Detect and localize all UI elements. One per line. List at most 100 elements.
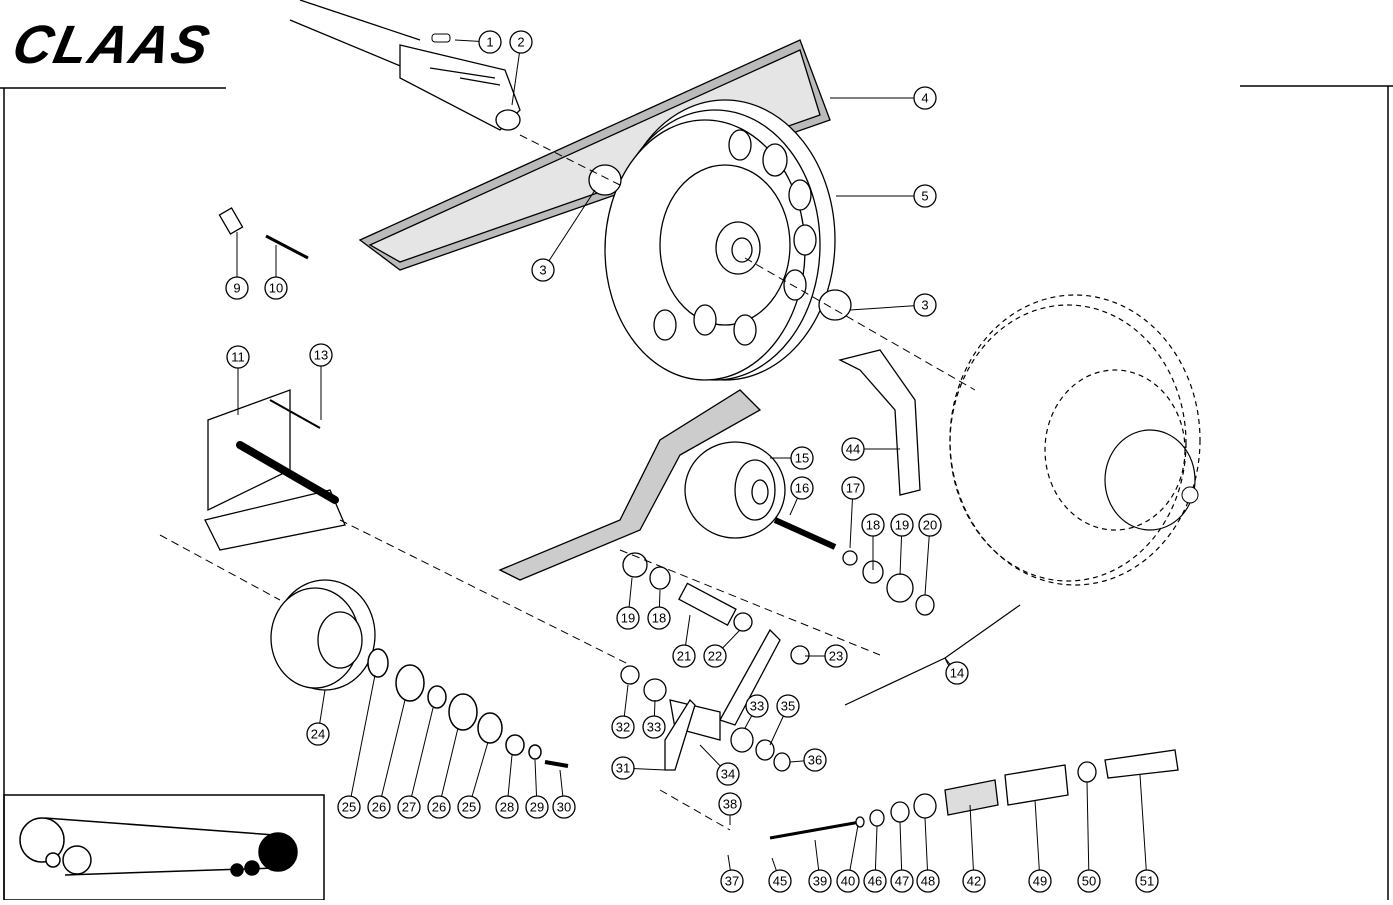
large-pulley xyxy=(604,99,836,381)
mounting-plate xyxy=(204,389,346,551)
callout-leader-line xyxy=(969,804,975,882)
callout-number: 4 xyxy=(921,91,928,106)
callout-number: 42 xyxy=(967,874,981,889)
callout-leader-line xyxy=(542,189,596,271)
bushings xyxy=(588,164,852,321)
callout-circle xyxy=(916,869,940,893)
hub-nut xyxy=(1181,486,1199,504)
callout-circle xyxy=(337,795,361,819)
bearing-rings xyxy=(367,648,569,768)
engine-flywheel xyxy=(949,294,1201,586)
callout-circle xyxy=(367,795,391,819)
callout-number: 51 xyxy=(1140,874,1154,889)
callout-number: 13 xyxy=(314,348,328,363)
callout-number: 21 xyxy=(677,649,691,664)
callout-circle xyxy=(720,869,744,893)
callout-number: 46 xyxy=(868,874,882,889)
callout-number: 20 xyxy=(923,518,937,533)
key-part xyxy=(431,33,451,43)
callout-circle xyxy=(863,869,887,893)
callout-circle xyxy=(768,869,792,893)
callout-number: 40 xyxy=(841,874,855,889)
callout-number: 47 xyxy=(895,874,909,889)
callout-circle xyxy=(890,513,914,537)
callout-number: 29 xyxy=(530,800,544,815)
callout-number: 37 xyxy=(725,874,739,889)
callout-number: 28 xyxy=(500,800,514,815)
callout-number: 25 xyxy=(342,800,356,815)
small-pulley xyxy=(270,579,376,691)
callout-circle xyxy=(808,869,832,893)
callout-number: 31 xyxy=(616,761,630,776)
callout-number: 3 xyxy=(921,298,928,313)
callout-circle xyxy=(427,795,451,819)
callout-number: 38 xyxy=(723,797,737,812)
callout-leader-line xyxy=(1034,799,1041,882)
callout-number: 48 xyxy=(921,874,935,889)
callout-circle xyxy=(890,869,914,893)
pin-and-bolt xyxy=(218,207,309,260)
callout-leader-line xyxy=(378,699,406,808)
callout-number: 5 xyxy=(921,189,928,204)
callout-circle xyxy=(509,30,533,54)
bracket-line-14 xyxy=(844,604,1021,706)
callout-circle xyxy=(745,694,769,718)
callout-number: 45 xyxy=(773,874,787,889)
belt-layout-thumbnail xyxy=(19,817,298,877)
callout-circle xyxy=(225,276,249,300)
callout-number: 32 xyxy=(616,720,630,735)
callout-circle xyxy=(611,756,635,780)
callout-number: 24 xyxy=(311,727,325,742)
callout-circle xyxy=(913,293,937,317)
callout-number: 26 xyxy=(372,800,386,815)
callout-circle xyxy=(776,694,800,718)
callout-number: 11 xyxy=(231,350,245,365)
callout-circle xyxy=(457,795,481,819)
callout-circle xyxy=(718,792,742,816)
callout-circle xyxy=(525,795,549,819)
callout-circle xyxy=(616,606,640,630)
callout-number: 19 xyxy=(621,611,635,626)
callout-circle xyxy=(962,869,986,893)
callout-number: 44 xyxy=(846,442,860,457)
callout-number: 18 xyxy=(866,518,880,533)
callout-circle xyxy=(478,30,502,54)
callout-number: 14 xyxy=(950,666,964,681)
callout-circle xyxy=(841,476,865,500)
callout-number: 39 xyxy=(813,874,827,889)
callout-number: 26 xyxy=(432,800,446,815)
callout-number: 3 xyxy=(539,263,546,278)
callout-circle xyxy=(913,86,937,110)
callout-leader-line xyxy=(849,304,926,311)
callout-circle xyxy=(1077,869,1101,893)
callout-number: 10 xyxy=(269,281,283,296)
callout-circle xyxy=(1028,869,1052,893)
assembly-lines xyxy=(159,134,976,831)
callout-number: 49 xyxy=(1033,874,1047,889)
callout-circle xyxy=(552,795,576,819)
callout-leader-line xyxy=(1139,774,1148,882)
callout-circle xyxy=(672,644,696,668)
callout-number: 33 xyxy=(647,720,661,735)
callout-circle xyxy=(703,644,727,668)
callout-circle xyxy=(306,722,330,746)
callout-number: 36 xyxy=(808,753,822,768)
callout-circle xyxy=(945,661,969,685)
callout-number: 23 xyxy=(829,649,843,664)
callout-number: 9 xyxy=(233,281,240,296)
axle-bolt xyxy=(773,517,837,550)
callout-number: 25 xyxy=(462,800,476,815)
callout-number: 50 xyxy=(1082,874,1096,889)
callout-circle xyxy=(861,513,885,537)
callout-circle xyxy=(647,606,671,630)
callout-leader-line xyxy=(438,727,459,808)
callout-circle xyxy=(397,795,421,819)
callout-number: 2 xyxy=(517,35,524,50)
callout-circle xyxy=(841,437,865,461)
callout-circle xyxy=(803,748,827,772)
callout-number: 33 xyxy=(750,699,764,714)
callout-number: 1 xyxy=(486,35,493,50)
